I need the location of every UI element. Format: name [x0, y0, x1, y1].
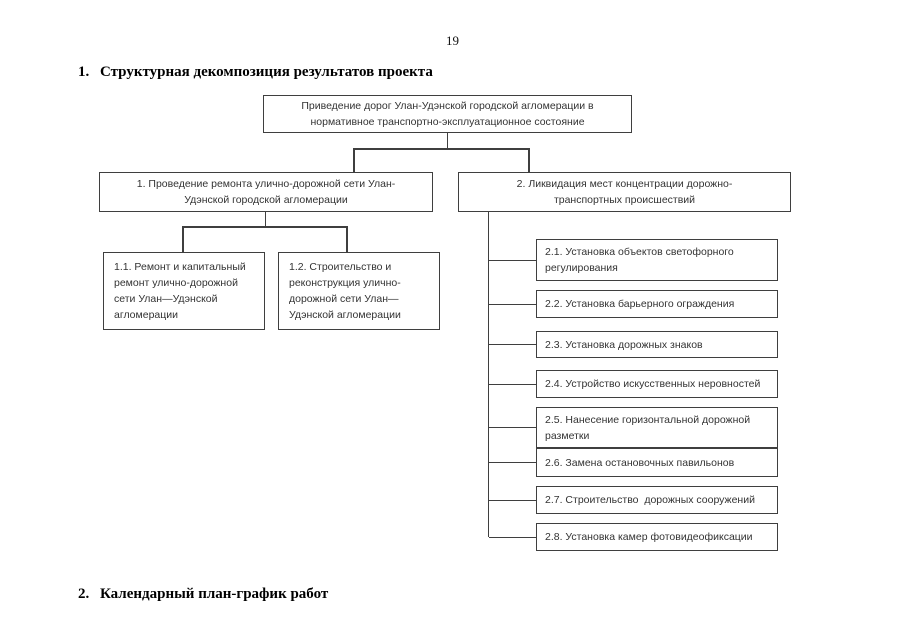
section-2-title: Календарный план-график работ: [100, 586, 329, 602]
wbs-box-1-1-label: 1.1. Ремонт и капитальный ремонт улично-…: [114, 261, 246, 321]
wbs-branch-2-label: 2. Ликвидация мест концентрации дорожно-…: [516, 178, 733, 206]
wbs-box-2-8: 2.8. Установка камер фотовидеофиксации: [536, 523, 778, 551]
wbs-box-2-7: 2.7. Строительство дорожных сооружений: [536, 486, 778, 514]
connector-stub-2-1: [489, 260, 536, 261]
wbs-root-label: Приведение дорог Улан-Удэнской городской…: [301, 100, 594, 128]
section-1-number: 1.: [78, 64, 90, 80]
connector-branch1-drop-right: [346, 226, 348, 252]
wbs-box-1-2: 1.2. Строительство и реконструкция уличн…: [278, 252, 440, 330]
wbs-box-2-3-label: 2.3. Установка дорожных знаков: [545, 338, 703, 351]
connector-branch1-drop-left: [182, 226, 184, 252]
wbs-branch-1-box: 1. Проведение ремонта улично-дорожной се…: [99, 172, 433, 212]
wbs-box-2-4-label: 2.4. Устройство искусственных неровносте…: [545, 378, 761, 390]
connector-root-drop-right: [528, 148, 530, 172]
wbs-branch-1-label: 1. Проведение ремонта улично-дорожной се…: [136, 178, 396, 206]
connector-stub-2-8: [489, 537, 536, 538]
wbs-box-2-5: 2.5. Нанесение горизонтальной дорожной р…: [536, 407, 778, 448]
wbs-box-1-1: 1.1. Ремонт и капитальный ремонт улично-…: [103, 252, 265, 330]
connector-stub-2-7: [489, 500, 536, 501]
wbs-box-2-6: 2.6. Замена остановочных павильонов: [536, 448, 778, 477]
wbs-box-2-6-label: 2.6. Замена остановочных павильонов: [545, 456, 735, 469]
connector-stub-2-2: [489, 304, 536, 305]
wbs-branch-2-box: 2. Ликвидация мест концентрации дорожно-…: [458, 172, 791, 212]
connector-root-drop-left: [353, 148, 355, 172]
connector-stub-2-4: [489, 384, 536, 385]
wbs-box-2-1-label: 2.1. Установка объектов светофорного рег…: [545, 246, 734, 274]
wbs-box-2-3: 2.3. Установка дорожных знаков: [536, 331, 778, 358]
wbs-box-2-4: 2.4. Устройство искусственных неровносте…: [536, 370, 778, 398]
connector-branch1-stem: [265, 212, 266, 227]
wbs-box-1-2-label: 1.2. Строительство и реконструкция уличн…: [289, 261, 401, 321]
wbs-box-2-1: 2.1. Установка объектов светофорного рег…: [536, 239, 778, 281]
page-number: 19: [446, 33, 459, 48]
wbs-box-2-2-label: 2.2. Установка барьерного ограждения: [545, 298, 735, 310]
connector-stub-2-6: [489, 462, 536, 463]
wbs-box-2-8-label: 2.8. Установка камер фотовидеофиксации: [545, 531, 753, 543]
wbs-box-2-7-label: 2.7. Строительство дорожных сооружений: [545, 494, 755, 506]
section-2-number: 2.: [78, 586, 90, 602]
section-heading-1: 1. Структурная декомпозиция результатов …: [78, 64, 433, 81]
connector-stub-2-3: [489, 344, 536, 345]
connector-root-bracket: [353, 148, 530, 150]
connector-root-stem: [447, 133, 448, 149]
wbs-box-2-5-label: 2.5. Нанесение горизонтальной дорожной р…: [545, 413, 751, 442]
connector-stub-2-5: [489, 427, 536, 428]
connector-branch1-bracket: [182, 226, 348, 228]
section-1-title: Структурная декомпозиция результатов про…: [100, 64, 433, 80]
connector-branch2-trunk: [488, 212, 489, 537]
wbs-root-box: Приведение дорог Улан-Удэнской городской…: [263, 95, 632, 133]
section-heading-2: 2. Календарный план-график работ: [78, 586, 328, 603]
wbs-box-2-2: 2.2. Установка барьерного ограждения: [536, 290, 778, 318]
